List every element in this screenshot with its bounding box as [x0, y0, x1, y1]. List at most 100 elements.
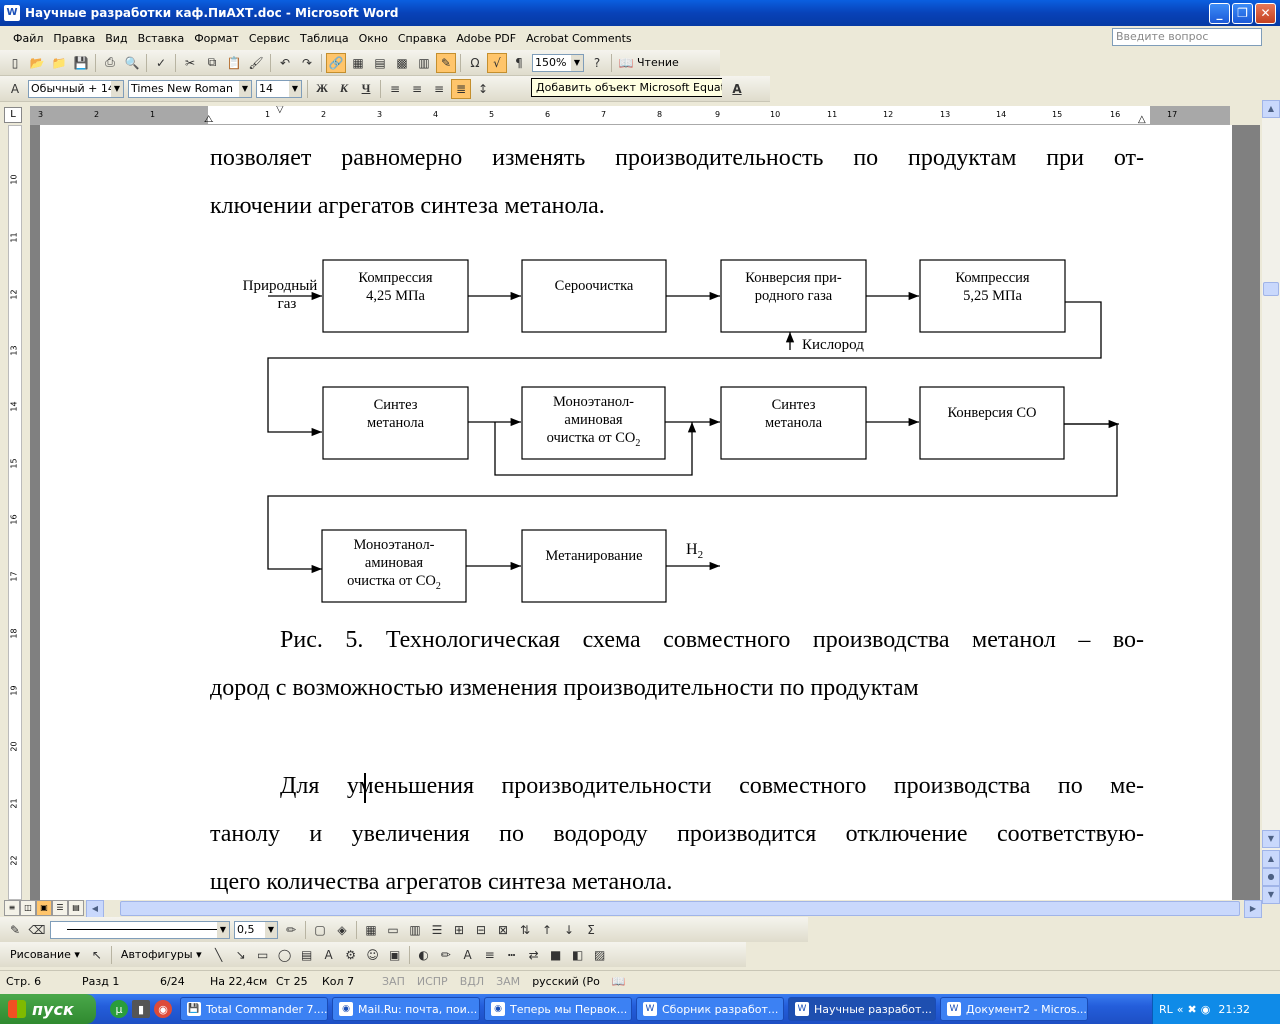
- style-combo[interactable]: Обычный + 14 п▼: [28, 79, 124, 98]
- wordart-icon[interactable]: A: [324, 947, 333, 962]
- clipart-icon[interactable]: ☺: [366, 947, 379, 962]
- align-left-icon[interactable]: ≡: [389, 81, 401, 96]
- h-scroll-thumb[interactable]: [120, 901, 1240, 916]
- select-objects-icon[interactable]: ↖: [91, 947, 102, 962]
- restore-button[interactable]: ❐: [1232, 3, 1253, 24]
- autosum-icon[interactable]: Σ: [587, 922, 595, 937]
- menu-acrobat-comments[interactable]: Acrobat Comments: [526, 31, 632, 45]
- status-track-changes[interactable]: ИСПР: [416, 975, 448, 988]
- antivirus-icon[interactable]: ✖: [1187, 1002, 1197, 1016]
- horizontal-ruler[interactable]: 3 2 1 1 2 3 4 5 6 7 8 9 10 11 12 13 14 1…: [30, 106, 1230, 125]
- drawing-icon[interactable]: ✎: [436, 52, 456, 73]
- menu-edit[interactable]: Правка: [53, 31, 96, 45]
- distribute-columns-icon[interactable]: ⊟: [475, 922, 487, 937]
- print-layout-icon[interactable]: ▣: [36, 900, 52, 916]
- align-center-icon[interactable]: ≡: [411, 81, 423, 96]
- shading-color-icon[interactable]: ◈: [337, 922, 347, 937]
- tray-arrow-icon[interactable]: «: [1176, 1002, 1184, 1016]
- network-icon[interactable]: ◉: [1200, 1002, 1211, 1016]
- oval-tool-icon[interactable]: ◯: [277, 947, 292, 962]
- first-line-indent-marker[interactable]: ▽: [276, 106, 284, 115]
- equation-icon[interactable]: √: [487, 52, 507, 73]
- open-folder-icon[interactable]: 📂: [29, 55, 45, 70]
- line-tool-icon[interactable]: ╲: [214, 947, 223, 962]
- save-icon[interactable]: 💾: [73, 55, 89, 70]
- chrome-icon[interactable]: ◉: [154, 1000, 172, 1018]
- cut-icon[interactable]: ✂: [184, 55, 196, 70]
- format-painter-icon[interactable]: 🖌: [248, 55, 264, 70]
- select-image-icon[interactable]: ▨: [593, 947, 606, 962]
- menu-adobe-pdf[interactable]: Adobe PDF: [456, 31, 517, 45]
- split-cells-icon[interactable]: ▥: [409, 922, 421, 937]
- autoshapes-menu-button[interactable]: Автофигуры ▾: [120, 948, 202, 961]
- sort-descending-icon[interactable]: ↓: [563, 922, 575, 937]
- scroll-down-icon[interactable]: ▼: [1262, 830, 1280, 848]
- rectangle-tool-icon[interactable]: ▭: [256, 947, 269, 962]
- arrow-tool-icon[interactable]: ↘: [235, 947, 246, 962]
- border-color-icon[interactable]: ✏: [285, 922, 297, 937]
- line-style-combo[interactable]: ▼: [50, 920, 230, 939]
- web-view-icon[interactable]: ◫: [20, 900, 36, 916]
- tab-selector[interactable]: L: [4, 107, 22, 123]
- print-preview-icon[interactable]: 🔍: [124, 55, 140, 70]
- text-box-icon[interactable]: ▤: [300, 947, 313, 962]
- vertical-scrollbar[interactable]: ▲ ▼ ▲ ● ▼: [1262, 100, 1280, 904]
- scroll-right-icon[interactable]: ▶: [1244, 900, 1262, 918]
- menu-format[interactable]: Формат: [194, 31, 239, 45]
- language-indicator[interactable]: RL: [1159, 1002, 1173, 1016]
- tables-borders-icon[interactable]: ▦: [352, 55, 364, 70]
- menu-table[interactable]: Таблица: [299, 31, 349, 45]
- zoom-combo[interactable]: 150%▼: [532, 53, 584, 72]
- paste-icon[interactable]: 📋: [226, 55, 242, 70]
- underline-button[interactable]: Ч: [361, 81, 371, 95]
- diagram-icon[interactable]: ⚙: [345, 947, 356, 962]
- reading-view-icon[interactable]: ▤: [68, 900, 84, 916]
- new-document-icon[interactable]: ▯: [11, 55, 19, 70]
- eraser-icon[interactable]: ⌫: [28, 922, 46, 937]
- menu-view[interactable]: Вид: [105, 31, 128, 45]
- redo-icon[interactable]: ↷: [301, 55, 313, 70]
- table-autoformat-icon[interactable]: ⊠: [497, 922, 509, 937]
- menu-window[interactable]: Окно: [358, 31, 388, 45]
- line-style-icon[interactable]: ≡: [484, 947, 495, 962]
- insert-table-icon[interactable]: ▤: [374, 55, 386, 70]
- line-spacing-icon[interactable]: ↕: [477, 81, 489, 96]
- task-total-commander[interactable]: 💾Total Commander 7....: [180, 997, 328, 1021]
- horizontal-scrollbar[interactable]: ≡ ◫ ▣ ☰ ▤ ◀ ▶: [0, 900, 1262, 918]
- right-indent-marker[interactable]: △: [1138, 114, 1146, 125]
- merge-cells-icon[interactable]: ▭: [387, 922, 399, 937]
- menu-help[interactable]: Справка: [397, 31, 447, 45]
- font-color-icon[interactable]: A: [732, 81, 742, 96]
- italic-button[interactable]: К: [339, 81, 349, 95]
- status-record[interactable]: ЗАП: [382, 975, 405, 988]
- spelling-status-icon[interactable]: 📖: [611, 975, 626, 988]
- start-button[interactable]: пуск: [0, 994, 96, 1024]
- close-button[interactable]: ✕: [1255, 3, 1276, 24]
- task-first-channel[interactable]: ◉Теперь мы Первок...: [484, 997, 632, 1021]
- sort-ascending-icon[interactable]: ↑: [541, 922, 553, 937]
- reading-mode-button[interactable]: Чтение: [637, 56, 679, 69]
- show-formatting-icon[interactable]: ¶: [515, 55, 523, 70]
- font-color-icon[interactable]: A: [463, 947, 472, 962]
- spelling-icon[interactable]: ✓: [155, 55, 167, 70]
- scroll-left-icon[interactable]: ◀: [86, 900, 104, 918]
- bold-button[interactable]: Ж: [316, 81, 328, 95]
- status-extend[interactable]: ВДЛ: [459, 975, 485, 988]
- menu-file[interactable]: Файл: [13, 31, 44, 45]
- drawing-menu-button[interactable]: Рисование ▾: [10, 948, 80, 961]
- undo-icon[interactable]: ↶: [279, 55, 291, 70]
- help-icon[interactable]: ?: [593, 55, 601, 70]
- styles-icon[interactable]: A: [10, 81, 20, 96]
- document-page[interactable]: позволяет равномерно изменять производит…: [40, 125, 1232, 900]
- minimize-button[interactable]: _: [1209, 3, 1230, 24]
- align-icon[interactable]: ☰: [431, 922, 443, 937]
- normal-view-icon[interactable]: ≡: [4, 900, 20, 916]
- print-icon[interactable]: ⎙: [105, 55, 115, 69]
- text-direction-icon[interactable]: ⇅: [519, 922, 531, 937]
- line-color-icon[interactable]: ✏: [440, 947, 451, 962]
- utorrent-icon[interactable]: µ: [110, 1000, 128, 1018]
- fill-color-icon[interactable]: ◐: [418, 947, 429, 962]
- arrow-style-icon[interactable]: ⇄: [528, 947, 539, 962]
